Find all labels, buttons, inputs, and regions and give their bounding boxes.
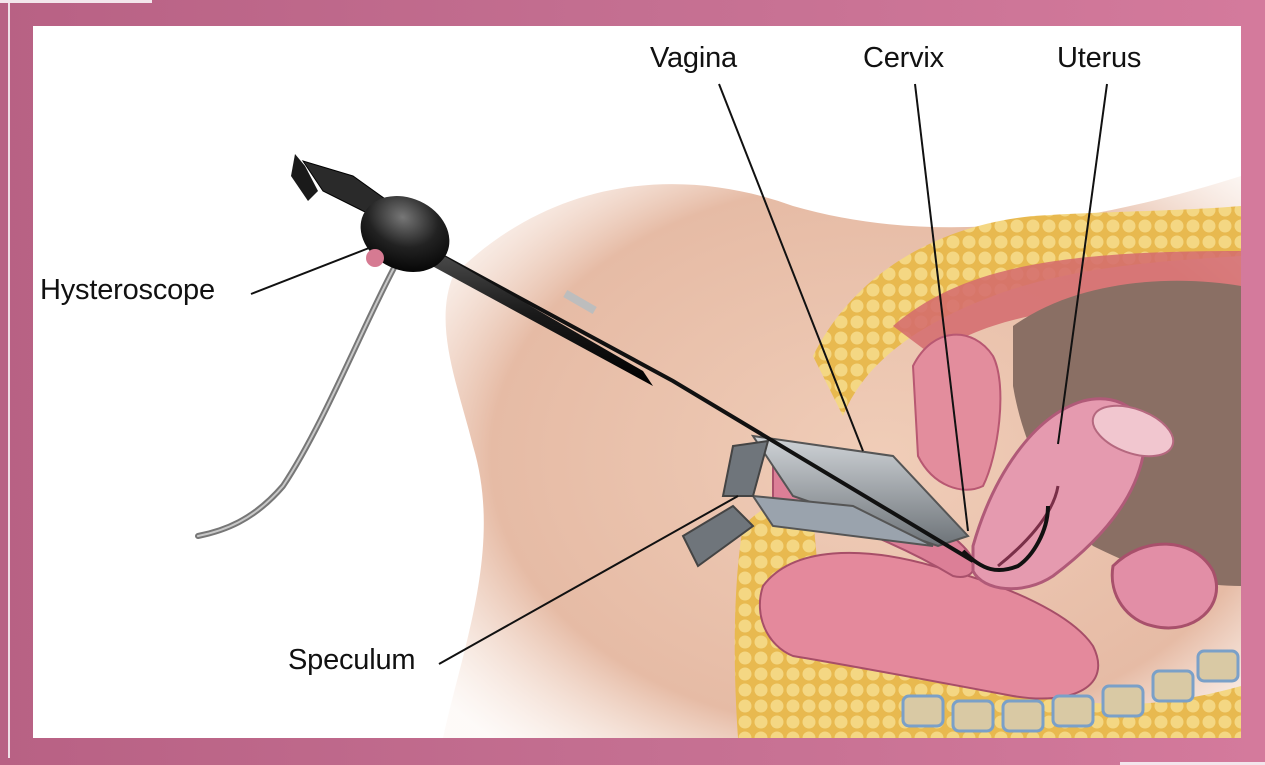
bladder <box>913 335 1000 490</box>
illustration-canvas: Vagina Cervix Uterus Hysteroscope Specul… <box>33 26 1241 738</box>
label-speculum: Speculum <box>288 644 415 677</box>
label-hysteroscope: Hysteroscope <box>40 274 215 307</box>
hysteroscope-tubing <box>198 266 395 536</box>
hysteroscopy-illustration <box>33 26 1241 738</box>
frame-accent-line <box>0 0 152 3</box>
label-cervix: Cervix <box>863 42 944 75</box>
label-uterus: Uterus <box>1057 42 1141 75</box>
label-vagina: Vagina <box>650 42 737 75</box>
frame-accent-line <box>8 3 10 758</box>
hysteroscope-leader <box>251 248 369 294</box>
